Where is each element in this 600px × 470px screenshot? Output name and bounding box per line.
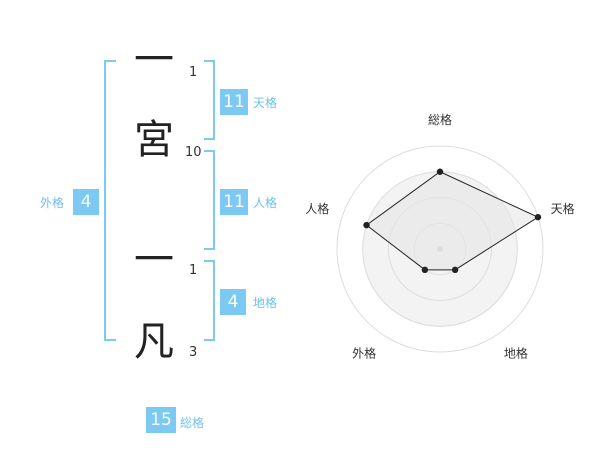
name-char-4: 凡: [134, 319, 174, 365]
radar-point-3: [451, 266, 459, 274]
soukaku-value: 15: [146, 407, 176, 433]
tenkaku-label: 天格: [253, 96, 278, 110]
jinkaku-value: 11: [220, 189, 248, 215]
gaikaku-value: 4: [73, 189, 99, 215]
radar-point-5: [363, 221, 370, 229]
radar-point-1: [436, 168, 444, 175]
stroke-count-3: 1: [189, 263, 198, 278]
radar-axis-label-4: 外格: [352, 345, 376, 360]
name-char-3: 一: [134, 237, 174, 283]
stroke-count-4: 3: [189, 345, 198, 360]
tenkaku-value: 11: [220, 89, 248, 115]
radar-series: [365, 171, 539, 271]
chikaku-label: 地格: [253, 296, 278, 310]
radar-axis-label-3: 地格: [504, 345, 528, 360]
soukaku-label: 総格: [180, 416, 205, 430]
radar-axis-label-5: 人格: [305, 201, 329, 216]
gaikaku-label: 外格: [40, 196, 65, 210]
radar-point-4: [421, 266, 429, 274]
radar-axis-label-1: 総格: [428, 112, 452, 127]
radar-axis-label-2: 天格: [551, 201, 575, 216]
jinkaku-label: 人格: [253, 196, 278, 210]
name-char-1: 一: [134, 37, 174, 83]
radar-point-2: [534, 213, 542, 221]
name-char-2: 宮: [134, 117, 174, 163]
stroke-count-1: 1: [189, 65, 198, 80]
stroke-count-2: 10: [185, 145, 202, 160]
chikaku-value: 4: [220, 289, 246, 315]
